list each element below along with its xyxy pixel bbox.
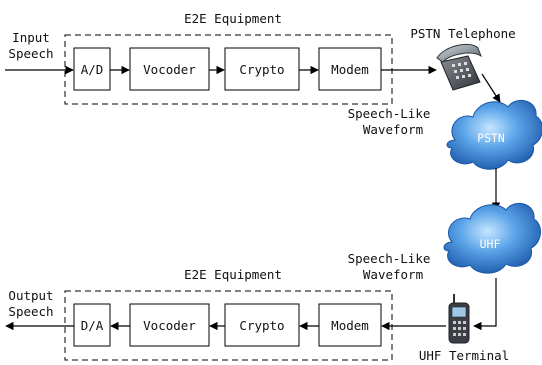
bottom-group-title: E2E Equipment [184, 267, 282, 282]
pstn-cloud-label: PSTN [477, 131, 505, 145]
speech-like-bottom-line2: Waveform [363, 267, 423, 282]
top-vocoder-label: Vocoder [143, 62, 196, 77]
radio-terminal-icon [448, 294, 470, 344]
bottom-modem-label: Modem [331, 318, 369, 333]
bottom-crypto-label: Crypto [239, 318, 284, 333]
arrow-uhf-to-terminal [473, 278, 497, 331]
uhf-cloud-label: UHF [480, 237, 501, 251]
top-modem-block [318, 47, 382, 91]
bottom-vocoder-block [129, 303, 210, 347]
speech-like-bottom-line1: Speech-Like [348, 251, 431, 266]
ad-block-label: A/D [81, 62, 104, 77]
telephone-icon [436, 43, 483, 91]
top-group-title: E2E Equipment [184, 11, 282, 26]
uhf-terminal-label: UHF Terminal [419, 348, 509, 363]
bottom-vocoder-label: Vocoder [143, 318, 196, 333]
output-speech-label-line2: Speech [8, 304, 53, 319]
top-crypto-block [224, 47, 300, 91]
pstn-cloud: PSTN [446, 99, 542, 170]
speech-like-top-line2: Waveform [363, 122, 423, 137]
top-vocoder-block [129, 47, 210, 91]
arrow-telephone-to-pstn [481, 73, 501, 103]
output-speech-label-line1: Output [8, 288, 53, 303]
bottom-modem-block [318, 303, 382, 347]
da-block-label: D/A [81, 318, 104, 333]
uhf-cloud: UHF [443, 202, 541, 274]
pstn-telephone-label: PSTN Telephone [410, 26, 515, 41]
top-modem-label: Modem [331, 62, 369, 77]
top-crypto-label: Crypto [239, 62, 284, 77]
speech-like-top-line1: Speech-Like [348, 106, 431, 121]
bottom-crypto-block [224, 303, 300, 347]
ad-block [73, 47, 111, 91]
input-speech-label-line1: Input [12, 30, 50, 45]
input-speech-label-line2: Speech [8, 46, 53, 61]
da-block [73, 303, 111, 347]
